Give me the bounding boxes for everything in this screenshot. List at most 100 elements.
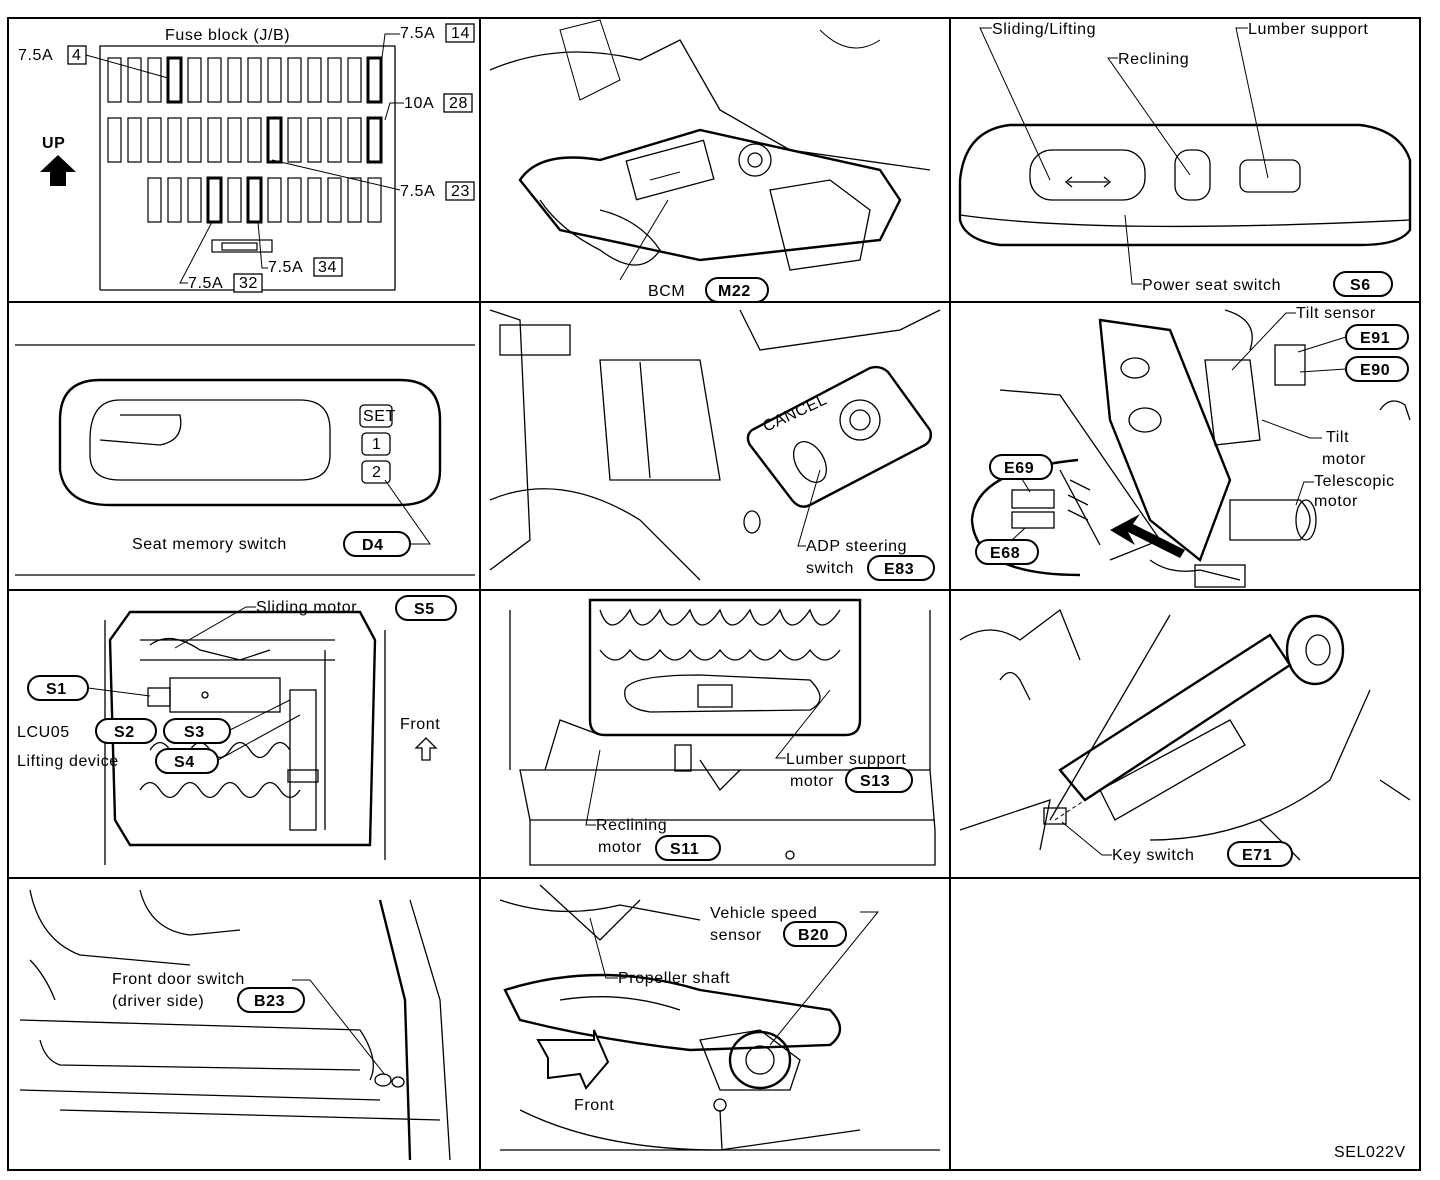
svg-text:10A: 10A [404, 95, 434, 112]
svg-text:B23: B23 [254, 993, 285, 1010]
sliding-motor-label: Sliding motor [256, 599, 357, 616]
key-switch-connector-e71 [1227, 841, 1293, 867]
svg-text:1: 1 [372, 436, 382, 453]
svg-text:7.5A: 7.5A [400, 25, 435, 42]
fuse-slot [187, 117, 202, 163]
fuse-slot [166, 56, 183, 104]
fuse-label-32: 7.5A 32 [179, 221, 263, 293]
connector-s3 [163, 718, 231, 744]
svg-text:32: 32 [239, 275, 258, 292]
svg-text:28: 28 [449, 95, 468, 112]
fuse-slot [287, 177, 302, 223]
svg-text:S5: S5 [414, 601, 435, 618]
panel-seat-underside: Sliding motor S5 S1 LCU05 S2 S3 Lifting … [17, 595, 457, 865]
svg-text:E69: E69 [1004, 460, 1034, 477]
fuse-slot [227, 117, 242, 163]
fuse-label-4: 7.5A 4 [18, 45, 169, 79]
panel-vehicle-speed-sensor: Front Vehicle speed sensor B20 Propeller… [499, 884, 940, 1151]
fuse-slot [287, 117, 302, 163]
memory-set-button [359, 404, 393, 428]
adp-connector-e83 [867, 555, 935, 581]
fuse-slot [327, 57, 342, 103]
fuse-slot [167, 117, 182, 163]
front-door-switch-label-1: Front door switch [112, 971, 245, 988]
lifting-device-label: Lifting device [17, 753, 119, 770]
fuse-slot [367, 177, 382, 223]
fuse-slot [347, 177, 362, 223]
lumber-support-motor-label-2: motor [790, 773, 834, 790]
fuse-slot [147, 57, 162, 103]
tilt-sensor-label: Tilt sensor [1296, 305, 1376, 322]
fuse-slot [207, 117, 222, 163]
adp-steering-label: ADP steering [806, 538, 907, 555]
fuse-label-14: 7.5A 14 [381, 23, 475, 59]
front-door-switch-label-2: (driver side) [112, 993, 204, 1010]
sliding-lifting-label: Sliding/Lifting [992, 21, 1096, 38]
fuse-slot [207, 57, 222, 103]
panel-seatback: Lumber support motor S13 Reclining motor… [509, 598, 936, 866]
svg-text:E90: E90 [1360, 362, 1390, 379]
fuse-slot [366, 56, 383, 104]
up-arrow-icon [40, 155, 76, 186]
svg-text:S2: S2 [114, 724, 135, 741]
panel-fuse-block: Fuse block (J/B) UP 7.5A 4 7.5A 14 10A 2… [18, 23, 475, 293]
speed-front-label: Front [574, 1097, 614, 1114]
key-switch-label: Key switch [1112, 847, 1194, 864]
front-arrow-icon [414, 737, 438, 761]
connector-e68 [975, 539, 1039, 565]
fuse-block-title: Fuse block (J/B) [165, 27, 290, 44]
connector-s2 [95, 718, 157, 744]
svg-text:M22: M22 [718, 283, 751, 300]
lcu05-label: LCU05 [17, 724, 70, 741]
svg-text:7.5A: 7.5A [188, 275, 223, 292]
fuse-slot [107, 57, 122, 103]
fuse-slot [227, 177, 242, 223]
memory-2-button [361, 460, 391, 484]
panel-seat-memory-switch: SET 1 2 Seat memory switch D4 [15, 344, 475, 576]
svg-text:E68: E68 [990, 545, 1020, 562]
telescopic-motor-label-2: motor [1314, 493, 1358, 510]
fuse-slot [206, 176, 223, 224]
fuse-slot [187, 177, 202, 223]
propeller-shaft-label: Propeller shaft [618, 970, 730, 987]
vehicle-speed-sensor-label-2: sensor [710, 927, 762, 944]
lumber-support-label: Lumber support [1248, 21, 1368, 38]
svg-text:14: 14 [451, 25, 470, 42]
svg-text:2: 2 [372, 464, 382, 481]
connector-s4 [155, 748, 219, 774]
fuse-slot [127, 57, 142, 103]
panel-front-door-switch: Front door switch (driver side) B23 [19, 889, 451, 1161]
connector-s13 [845, 767, 913, 793]
svg-text:S4: S4 [174, 754, 195, 771]
fuse-slot [307, 57, 322, 103]
svg-text:S3: S3 [184, 724, 205, 741]
fuse-slot [347, 57, 362, 103]
panel-bcm: BCM M22 [489, 19, 931, 303]
tilt-motor-label-1: Tilt [1326, 429, 1349, 446]
svg-text:E71: E71 [1242, 847, 1272, 864]
svg-text:E83: E83 [884, 561, 914, 578]
connector-e69 [989, 454, 1053, 480]
svg-text:S11: S11 [670, 841, 699, 858]
fuse-slot [247, 57, 262, 103]
fuse-slot [307, 117, 322, 163]
fuse-slot [267, 177, 282, 223]
svg-text:SET: SET [363, 408, 396, 425]
adp-switch-label: switch [806, 560, 854, 577]
telescopic-motor-label-1: Telescopic [1314, 473, 1395, 490]
cancel-label: CANCEL [761, 391, 830, 435]
power-seat-switch-label: Power seat switch [1142, 277, 1281, 294]
fuse-slot [187, 57, 202, 103]
panel-grid [7, 17, 1421, 1171]
fuse-slot [167, 177, 182, 223]
fuse-slot [227, 57, 242, 103]
power-seat-switch-connector-s6 [1333, 271, 1393, 297]
lumber-support-motor-label-1: Lumber support [786, 751, 906, 768]
reclining-label: Reclining [1118, 51, 1189, 68]
fuse-slot [347, 117, 362, 163]
svg-text:7.5A: 7.5A [18, 47, 53, 64]
fuse-label-23: 7.5A 23 [271, 159, 475, 201]
fuse-slot [107, 117, 122, 163]
svg-text:S6: S6 [1350, 277, 1371, 294]
